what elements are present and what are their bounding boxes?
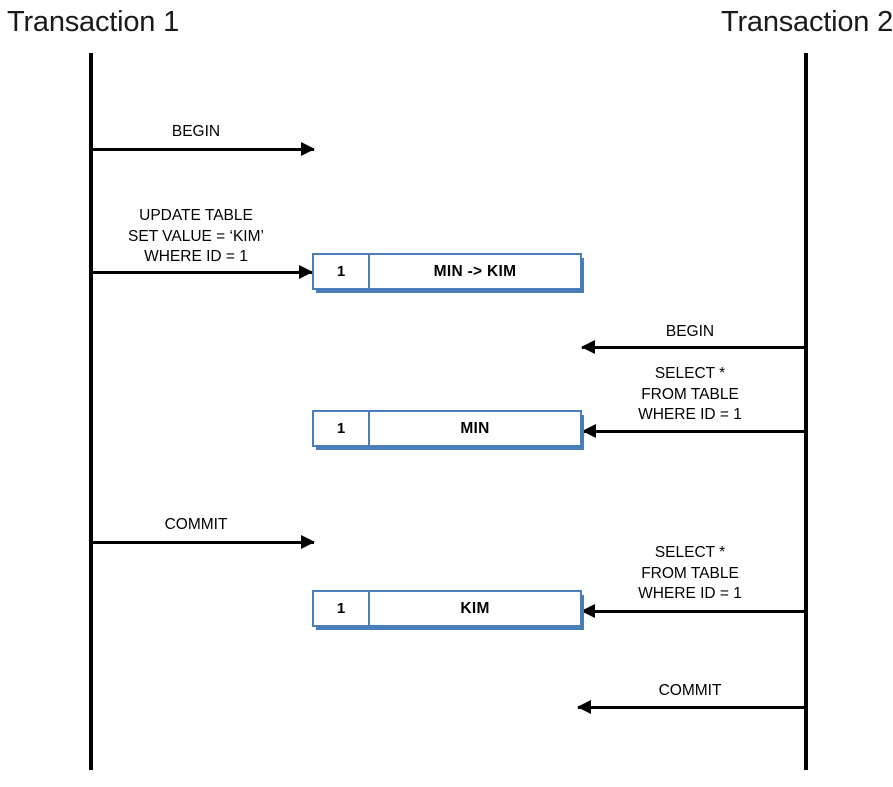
record-box-min: 1 MIN — [312, 410, 582, 447]
message-label-begin-t1: BEGIN — [171, 123, 221, 140]
arrow-head-left — [581, 340, 595, 354]
record-box-kim: 1 KIM — [312, 590, 582, 627]
record-cell-id: 1 — [314, 255, 370, 288]
message-arrow-select-first — [582, 422, 806, 440]
lifeline-transaction-2 — [804, 53, 808, 770]
arrow-head-left — [581, 604, 595, 618]
record-cell-id: 1 — [314, 412, 370, 445]
arrow-shaft — [582, 346, 806, 349]
arrow-head-right — [301, 535, 315, 549]
message-label-commit-t1: COMMIT — [164, 516, 228, 533]
arrow-shaft — [582, 610, 806, 613]
arrow-shaft — [90, 271, 312, 274]
message-label-commit-t2: COMMIT — [658, 682, 722, 699]
message-label-select-second: SELECT * FROM TABLE WHERE ID = 1 — [638, 544, 742, 602]
record-cell-id: 1 — [314, 592, 370, 625]
message-arrow-begin-t1 — [90, 140, 315, 158]
message-label-begin-t2: BEGIN — [665, 323, 715, 340]
message-arrow-select-second — [581, 602, 806, 620]
lifeline-transaction-1 — [89, 53, 93, 770]
record-cell-value: MIN — [460, 419, 490, 437]
arrow-head-right — [299, 265, 313, 279]
message-arrow-begin-t2 — [581, 338, 806, 356]
arrow-shaft — [90, 541, 314, 544]
record-cell-value: KIM — [460, 599, 490, 617]
message-arrow-commit-t2 — [577, 698, 806, 716]
message-arrow-update-table — [90, 263, 313, 281]
lifeline-title-transaction-1: Transaction 1 — [7, 6, 180, 38]
lifeline-title-transaction-2: Transaction 2 — [721, 6, 893, 38]
message-arrow-commit-t1 — [90, 533, 315, 551]
message-label-select-first: SELECT * FROM TABLE WHERE ID = 1 — [638, 365, 742, 423]
arrow-head-left — [582, 424, 596, 438]
arrow-head-left — [577, 700, 591, 714]
arrow-shaft — [578, 706, 806, 709]
arrow-shaft — [90, 148, 314, 151]
arrow-head-right — [301, 142, 315, 156]
record-box-min-to-kim: 1 MIN -> KIM — [312, 253, 582, 290]
arrow-shaft — [583, 430, 806, 433]
record-cell-value: MIN -> KIM — [433, 262, 517, 280]
message-label-update-table: UPDATE TABLE SET VALUE = ‘KIM’ WHERE ID … — [128, 207, 264, 265]
